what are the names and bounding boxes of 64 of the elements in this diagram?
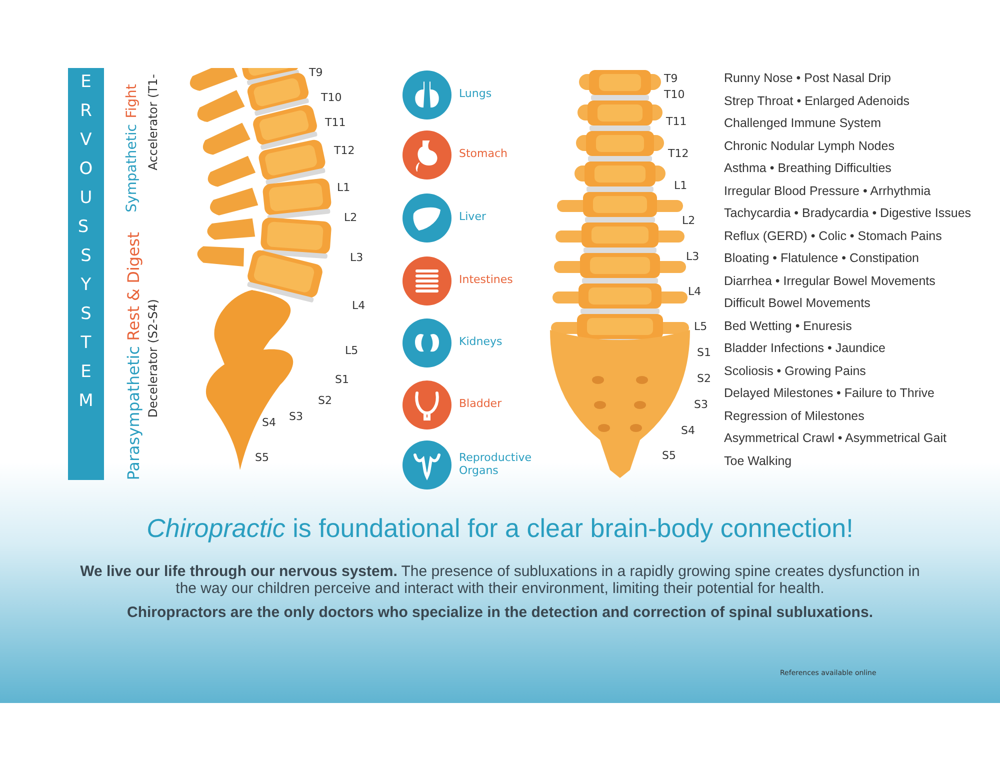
vertebra-label: L1 (674, 179, 688, 192)
vertebra-label: S2 (318, 394, 332, 407)
vertebra-label: T9 (309, 68, 323, 79)
organ-label: Kidneys (459, 335, 504, 348)
headline: Chiropractic is foundational for a clear brain-body connection! (146, 513, 854, 544)
vertebra-label: T12 (668, 147, 689, 160)
symptom-list-item: Delayed Milestones • Failure to Thrive (724, 386, 934, 400)
vertebra-label: S3 (289, 410, 303, 423)
symptom-list-item: Scoliosis • Growing Pains (724, 364, 866, 378)
organ-label: Liver (459, 210, 487, 223)
symptom-list-item: Difficult Bowel Movements (724, 296, 870, 310)
rotated-label: Parasympathetic (124, 346, 143, 480)
symptom-list-item: Irregular Blood Pressure • Arrhythmia (724, 184, 931, 198)
vertebra-label: S1 (697, 346, 711, 359)
symptom-list-item: Diarrhea • Irregular Bowel Movements (724, 274, 936, 288)
organ-label: Stomach (459, 147, 509, 160)
symptom-list-item: Bed Wetting • Enuresis (724, 318, 852, 332)
vertebra-label: T11 (666, 115, 687, 128)
symptom-list-item: Challenged Immune System (724, 116, 882, 130)
vertebra-label: S4 (262, 416, 276, 429)
rotated-label: Rest & Digest (124, 232, 143, 341)
symptom-list-item: Asymmetrical Crawl • Asymmetrical Gait (724, 431, 946, 445)
symptom-list-item: Reflux (GERD) • Colic • Stomach Pains (724, 228, 942, 242)
rotated-label: Fight (124, 84, 140, 119)
vertebra-label: T10 (664, 88, 685, 101)
vertebra-label: S1 (335, 373, 349, 386)
vertebra-label: S3 (694, 398, 708, 411)
vertebra-label: L2 (682, 214, 696, 227)
rotated-label: Decelerator (S2-S4) (146, 299, 160, 418)
vertebra-label: S5 (255, 451, 269, 464)
rotated-label: Sympathetic (124, 124, 140, 212)
symptom-list-item: Toe Walking (724, 454, 792, 468)
organ-label: Reproductive Organs (459, 451, 533, 477)
vertical-title: ERVOUS SYSTEM (78, 71, 94, 413)
vertebra-label: L3 (350, 251, 364, 264)
organ-label: Bladder (459, 397, 503, 410)
vertebra-label: S4 (681, 424, 695, 437)
vertebra-label: L4 (352, 299, 366, 312)
symptom-list-item: Regression of Milestones (724, 408, 864, 422)
vertebra-label: L4 (688, 285, 702, 298)
vertebra-label: L1 (337, 181, 350, 194)
organ-label: Lungs (459, 87, 493, 100)
vertebra-label: S5 (662, 449, 676, 462)
vertebra-label: T12 (334, 144, 355, 157)
vertical-title-band (68, 68, 104, 480)
symptom-list-item: Chronic Nodular Lymph Nodes (724, 138, 894, 152)
vertebra-label: L5 (694, 320, 708, 333)
rotated-label: Accelerator (T1- (146, 74, 160, 170)
symptom-list-item: Tachycardia • Bradycardia • Digestive Issues (724, 206, 972, 220)
vertebra-label: T9 (664, 72, 678, 85)
symptom-list-item: Strep Throat • Enlarged Adenoids (724, 94, 910, 108)
vertebra-label: L2 (344, 211, 358, 224)
organ-label: Intestines (459, 273, 514, 286)
vertebra-label: L5 (345, 344, 358, 357)
symptom-list-item: Runny Nose • Post Nasal Drip (724, 71, 891, 85)
closing-statement: Chiropractors are the only doctors who specialize in the detection and correction of spinal subluxations. (126, 604, 874, 621)
body-paragraph: We live our life through our nervous system. The presence of subluxations in a rapidly growing spine creates dysfunction in the way our children perceive and interact with their environment, limiting their potential for health. (80, 563, 920, 597)
symptom-list-item: Asthma • Breathing Difficulties (724, 161, 892, 175)
vertebra-label: S2 (697, 372, 711, 385)
vertebra-label: T10 (321, 91, 342, 104)
vertebra-label: L3 (686, 250, 700, 263)
symptom-list-item: Bladder Infections • Jaundice (724, 341, 886, 355)
symptom-list-item: Bloating • Flatulence • Constipation (724, 251, 919, 265)
vertebra-label: T11 (325, 116, 346, 129)
